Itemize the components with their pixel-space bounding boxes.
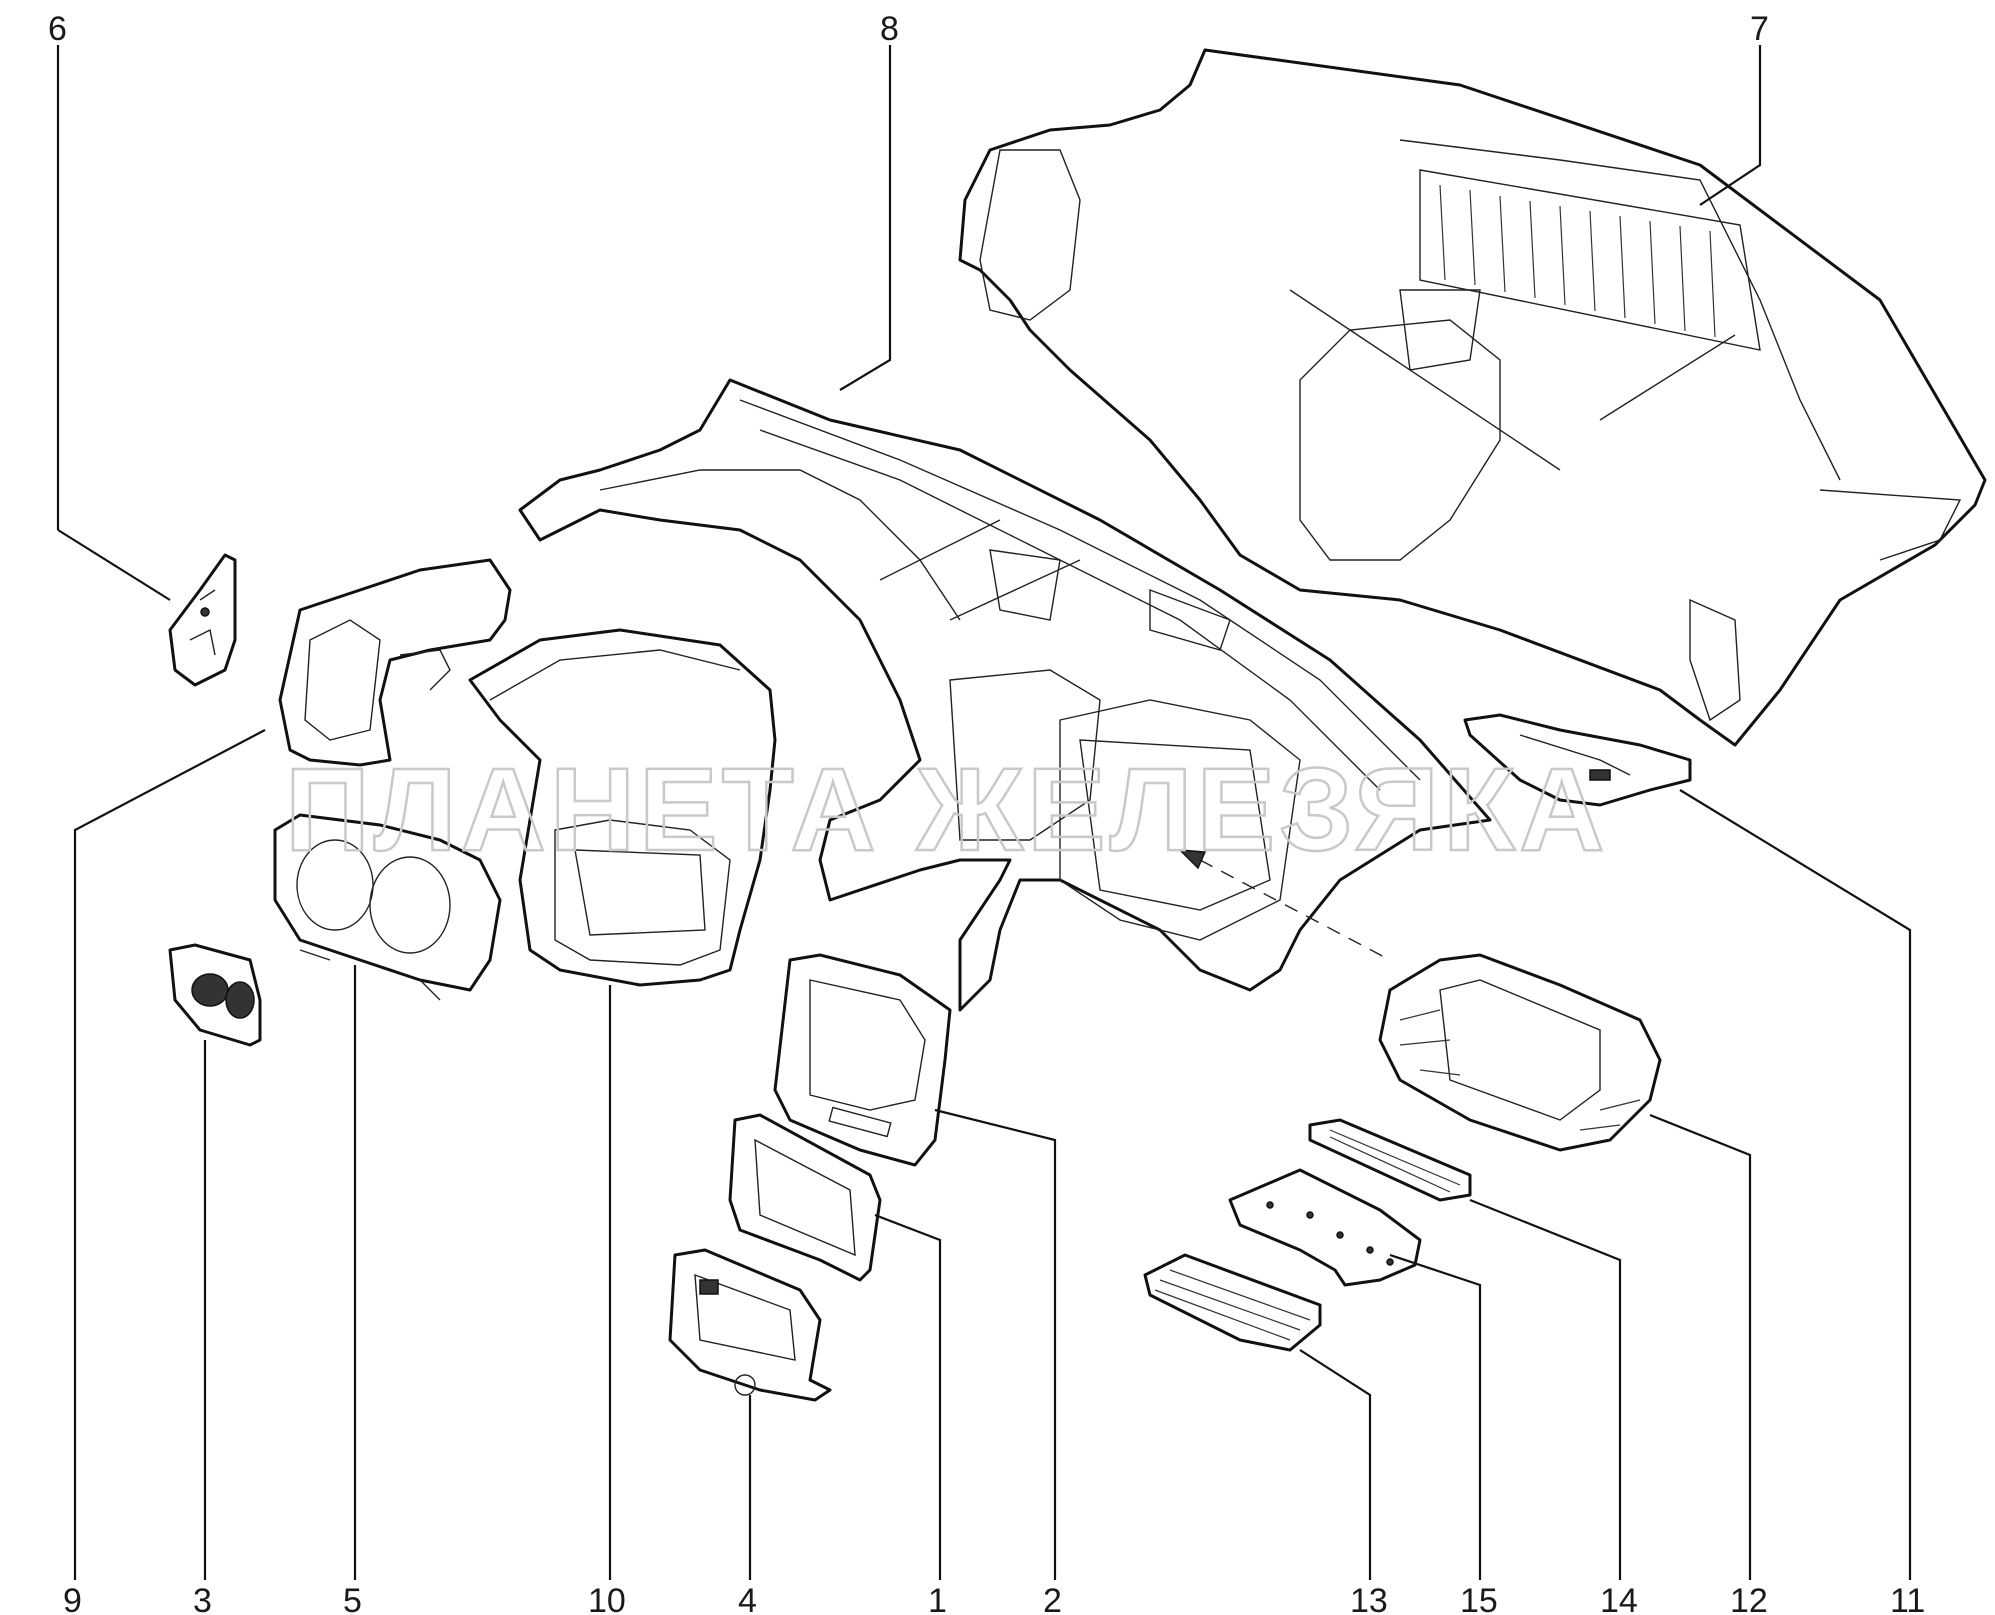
callout-2: 2	[1043, 1582, 1062, 1615]
callout-6: 6	[48, 10, 67, 48]
callout-13: 13	[1350, 1582, 1388, 1615]
part-3-switch-block	[168, 943, 262, 1047]
part-14-vent-grille	[1308, 1118, 1472, 1202]
callout-4: 4	[738, 1582, 757, 1615]
part-12-display-frame	[1378, 953, 1662, 1152]
callout-3: 3	[193, 1582, 212, 1615]
part-9-cluster-hood	[278, 558, 512, 767]
part-1-climate-bezel	[728, 1113, 882, 1282]
callout-12: 12	[1730, 1582, 1768, 1615]
part-5-cluster-bezel	[273, 813, 502, 1001]
callout-7: 7	[1750, 10, 1769, 48]
callout-10: 10	[588, 1582, 626, 1615]
callout-11: 11	[1890, 1582, 1925, 1615]
callout-1: 1	[928, 1582, 947, 1615]
part-4-lower-pocket	[668, 1248, 832, 1402]
callout-9: 9	[63, 1582, 82, 1615]
part-10-center-frame	[468, 628, 777, 987]
part-11-bracket	[1463, 713, 1692, 807]
callout-14: 14	[1600, 1582, 1638, 1615]
callout-5: 5	[343, 1582, 362, 1615]
callout-8: 8	[880, 10, 899, 48]
part-2-radio-bezel	[773, 953, 952, 1167]
part-7-dashboard-cover	[958, 48, 1987, 747]
watermark-text: ПЛАНЕТА ЖЕЛЕЗЯКА	[285, 744, 1608, 876]
part-15-mounting-plate	[1228, 1168, 1422, 1287]
callout-15: 15	[1460, 1582, 1498, 1615]
leader-lines	[56, 45, 1912, 1580]
part-6-side-cap	[168, 553, 237, 687]
part-13-storage-lid	[1143, 1253, 1322, 1352]
part-8-dashboard-frame	[518, 378, 1492, 1012]
defroster-grille	[1419, 169, 1761, 351]
